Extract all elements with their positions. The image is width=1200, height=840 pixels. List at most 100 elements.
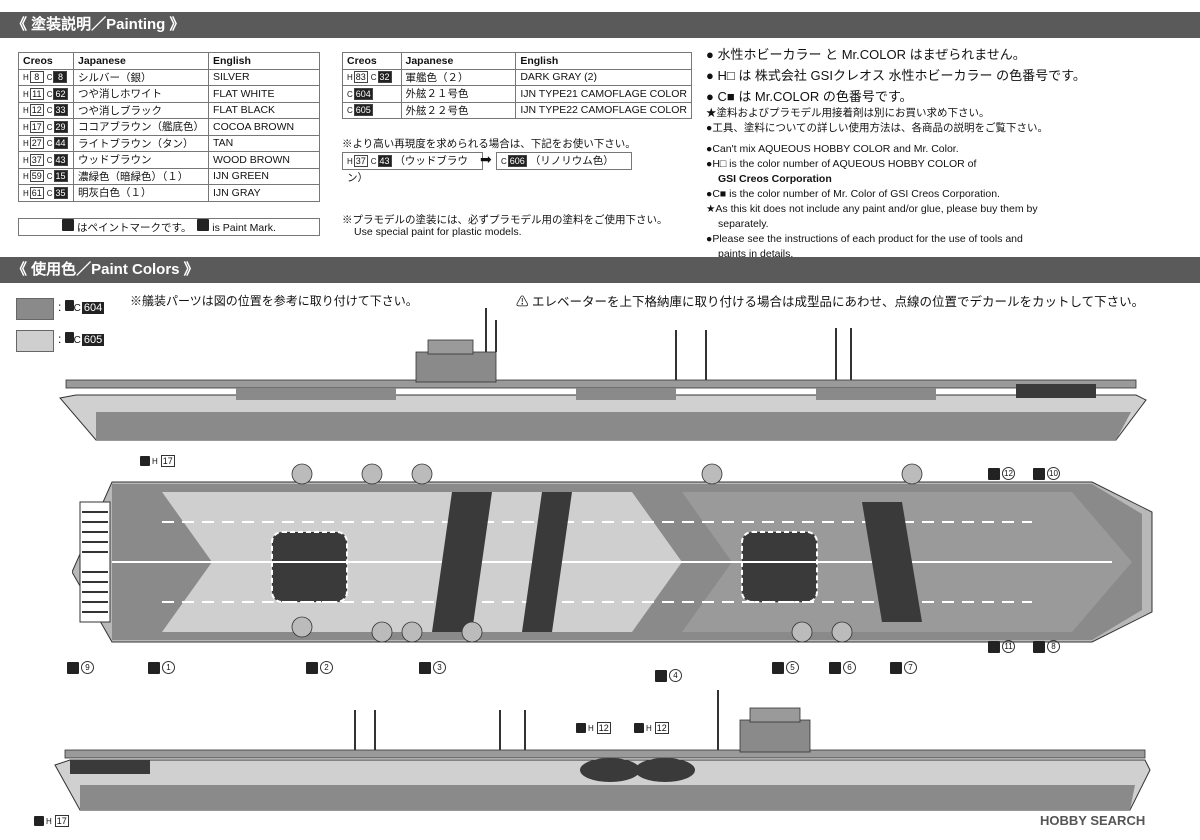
japanese-cell: 外舷２２号色 [400,101,517,119]
decal-marker-9: 9 [67,661,94,674]
col-english: English [515,52,692,70]
decal-marker-7: 7 [890,661,917,674]
paint-mark-icon [62,219,75,231]
ship-side-view-port [54,690,1151,811]
swatch-604 [16,298,54,320]
note-jp-3: ● C■ は Mr.COLOR の色番号です。 [706,89,913,104]
decal-marker-1: 1 [148,661,175,674]
paint-mark-note: はペイントマークです。 is Paint Mark. [18,218,320,236]
decal-marker-10: 10 [1033,467,1060,480]
col-creos: Creos [18,52,74,70]
english-cell: SILVER [208,68,320,86]
english-cell: FLAT BLACK [208,101,320,119]
col-english: English [208,52,320,70]
note-en-2: ●H□ is the color number of AQUEOUS HOBBY… [706,158,977,170]
japanese-cell: ココアブラウン（艦底色） [73,118,209,136]
decal-marker-3: 3 [419,661,446,674]
english-cell: TAN [208,134,320,152]
decal-marker-12: 12 [988,467,1015,480]
note-jp-5: ●工具、塗料についての詳しい使用方法は、各商品の説明をご覧下さい。 [706,122,1049,134]
painting-section-header: 《 塗装説明／Painting 》 [0,12,1200,38]
japanese-cell: シルバー（銀） [73,68,209,86]
arrow-icon: ➡ [480,151,492,167]
decal-marker-6: 6 [829,661,856,674]
plastic-paint-note-en: Use special paint for plastic models. [354,226,522,238]
note-en-3: GSI Creos Corporation [718,173,832,185]
note-en-4: ●C■ is the color number of Mr. Color of … [706,188,1000,200]
english-cell: IJN TYPE22 CAMOFLAGE COLOR [515,101,692,119]
flight-deck-top-view [72,463,1153,643]
japanese-cell: 濃緑色（暗緑色）（１） [73,167,209,185]
warning-icon: ⚠ [516,295,529,309]
right-notes: ● 水性ホビーカラー と Mr.COLOR はまぜられません。 ● H□ は 株… [706,44,1186,263]
japanese-cell: 軍艦色（２） [400,68,517,86]
english-cell: IJN GREEN [208,167,320,185]
english-cell: FLAT WHITE [208,85,320,103]
col-japanese: Japanese [73,52,209,70]
decal-marker-5: 5 [772,661,799,674]
english-cell: WOOD BROWN [208,151,320,169]
elevator-note: ⚠ エレベーターを上下格納庫に取り付ける場合は成型品にあわせ、点線の位置でデカー… [516,295,1145,309]
note-en-5: ★As this kit does not include any paint … [706,203,1038,215]
japanese-cell: つや消しホワイト [73,85,209,103]
ship-side-view-starboard [59,308,1147,441]
note-en-6: separately. [718,218,769,230]
decal-marker-2: 2 [306,661,333,674]
reproduction-note: ※より高い再現度を求められる場合は、下記をお使い下さい。 [342,138,636,150]
col-japanese: Japanese [400,52,517,70]
watermark: HOBBY SEARCH [1040,813,1146,828]
note-jp-4: ★塗料およびプラモデル用接着剤は別にお買い求め下さい。 [706,107,990,119]
note-en-1: ●Can't mix AQUEOUS HOBBY COLOR and Mr. C… [706,143,959,155]
note-en-7: ●Please see the instructions of each pro… [706,233,1023,245]
japanese-cell: ライトブラウン（タン） [73,134,209,152]
note-jp-2: ● H□ は 株式会社 GSIクレオス 水性ホビーカラー の色番号です。 [706,68,1086,83]
fitting-note: ※艤装パーツは図の位置を参考に取り付けて下さい。 [130,294,418,308]
paint-colors-section-header: 《 使用色／Paint Colors 》 [0,257,1200,283]
japanese-cell: つや消しブラック [73,101,209,119]
english-cell: IJN GRAY [208,184,320,202]
paint-mark-icon [197,219,210,231]
swatch-605 [16,330,54,352]
english-cell: COCOA BROWN [208,118,320,136]
english-cell: DARK GRAY (2) [515,68,692,86]
japanese-cell: ウッドブラウン [73,151,209,169]
japanese-cell: 外舷２１号色 [400,85,517,103]
decal-marker-11: 11 [988,640,1015,653]
note-jp-1: ● 水性ホビーカラー と Mr.COLOR はまぜられません。 [706,47,1026,62]
decal-marker-8: 8 [1033,640,1060,653]
col-creos: Creos [342,52,402,70]
plastic-paint-note-jp: ※プラモデルの塗装には、必ずプラモデル用の塗料をご使用下さい。 [342,214,668,226]
english-cell: IJN TYPE21 CAMOFLAGE COLOR [515,85,692,103]
decal-marker-4: 4 [655,669,682,682]
